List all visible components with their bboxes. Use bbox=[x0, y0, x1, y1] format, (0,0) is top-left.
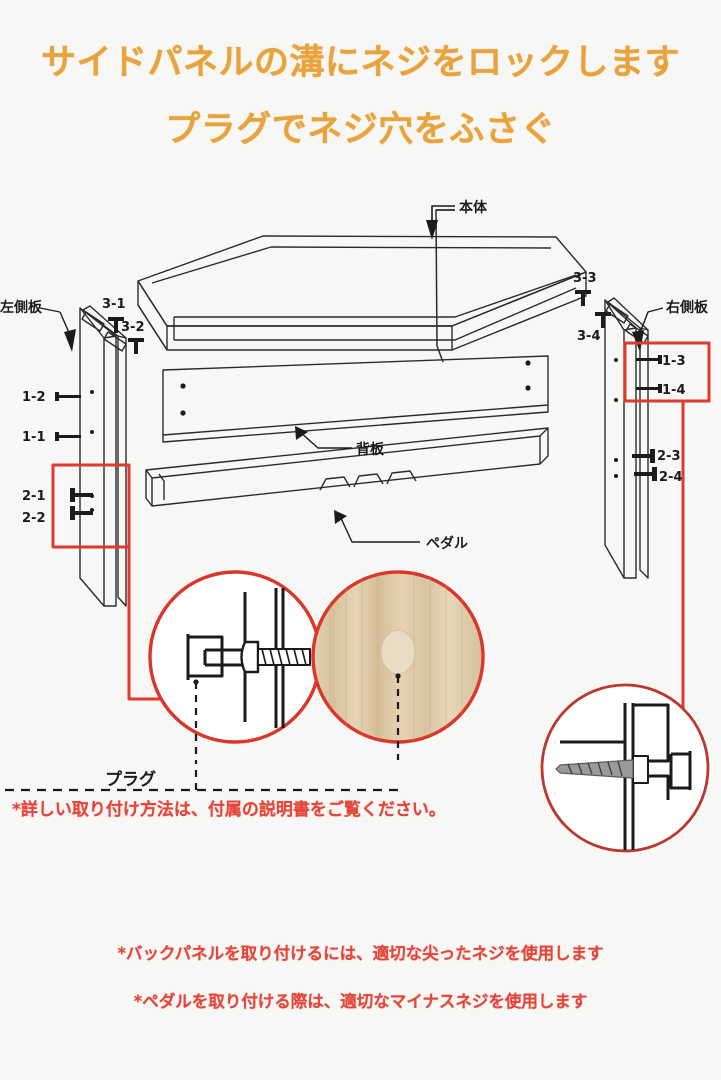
screw-glyph-3-1 bbox=[108, 317, 124, 333]
callout-3-2: 3-2 bbox=[121, 320, 145, 335]
assembly-diagram: 左側板 右側板 背板 ペダル 本体 プラグ 3-1 3-2 1-2 1-1 2-… bbox=[0, 199, 711, 853]
callout-right-side-panel bbox=[632, 307, 664, 352]
headline-line-2: プラグでネジ穴をふさぐ bbox=[165, 110, 556, 150]
headline-line-1: サイドパネルの溝にネジをロックします bbox=[40, 43, 680, 83]
part-pedal bbox=[145, 427, 549, 507]
screw-glyph-2-2 bbox=[70, 506, 93, 520]
part-left-side-panel bbox=[79, 305, 127, 607]
label-plug: プラグ bbox=[105, 769, 156, 790]
screw-glyph-2-3 bbox=[632, 449, 655, 463]
part-main-body bbox=[137, 235, 587, 351]
callout-2-3: 2-3 bbox=[657, 449, 681, 464]
callout-1-2: 1-2 bbox=[22, 390, 46, 405]
callout-left-side-panel bbox=[39, 307, 76, 352]
screw-glyph-3-3 bbox=[575, 290, 591, 306]
screw-glyph-1-2 bbox=[55, 392, 81, 401]
label-right-side-panel: 右側板 bbox=[665, 299, 709, 316]
callout-pedal bbox=[334, 510, 420, 543]
callout-back-panel bbox=[295, 426, 352, 449]
label-back-panel: 背板 bbox=[356, 441, 385, 458]
callout-2-2: 2-2 bbox=[22, 511, 46, 526]
part-back-panel bbox=[162, 355, 549, 443]
screw-glyph-1-4 bbox=[636, 384, 662, 393]
pointed-screw-icon bbox=[555, 755, 649, 784]
plug-dashed-bracket bbox=[5, 760, 398, 792]
screw-glyph-3-2 bbox=[128, 338, 144, 354]
screw-glyph-1-3 bbox=[636, 355, 662, 364]
highlight-right-box bbox=[623, 341, 711, 403]
callout-3-3: 3-3 bbox=[573, 271, 597, 286]
screw-glyph-3-4 bbox=[595, 312, 611, 328]
detail-circle-wood-plug bbox=[311, 570, 485, 760]
label-main-body: 本体 bbox=[459, 199, 488, 216]
callout-2-1: 2-1 bbox=[22, 489, 46, 504]
detail-circle-backpanel-screw bbox=[540, 683, 710, 853]
note-pedal-screw: *ペダルを取り付ける際は、適切なマイナスネジを使用します bbox=[133, 992, 588, 1011]
detail-circle-plug-screw bbox=[148, 570, 322, 760]
main-body-arrow bbox=[426, 205, 455, 240]
callout-1-1: 1-1 bbox=[22, 430, 46, 445]
note-back-panel-screw: *バックパネルを取り付けるには、適切な尖ったネジを使用します bbox=[117, 944, 604, 963]
label-left-side-panel: 左側板 bbox=[0, 299, 43, 316]
callout-main-body bbox=[435, 209, 455, 363]
note-manual: *詳しい取り付け方法は、付属の説明書をご覧ください。 bbox=[12, 800, 446, 820]
callout-1-4: 1-4 bbox=[662, 383, 686, 398]
callout-3-4: 3-4 bbox=[577, 329, 601, 344]
label-pedal: ペダル bbox=[426, 535, 468, 552]
screw-glyph-2-1 bbox=[70, 488, 93, 502]
callout-3-1: 3-1 bbox=[102, 297, 126, 312]
highlight-left-connector bbox=[127, 506, 170, 701]
screw-glyph-2-4 bbox=[634, 467, 657, 481]
callout-2-4: 2-4 bbox=[659, 470, 683, 485]
callout-1-3: 1-3 bbox=[662, 354, 686, 369]
screw-head-icon bbox=[240, 640, 311, 674]
screw-glyph-1-1 bbox=[55, 432, 81, 441]
